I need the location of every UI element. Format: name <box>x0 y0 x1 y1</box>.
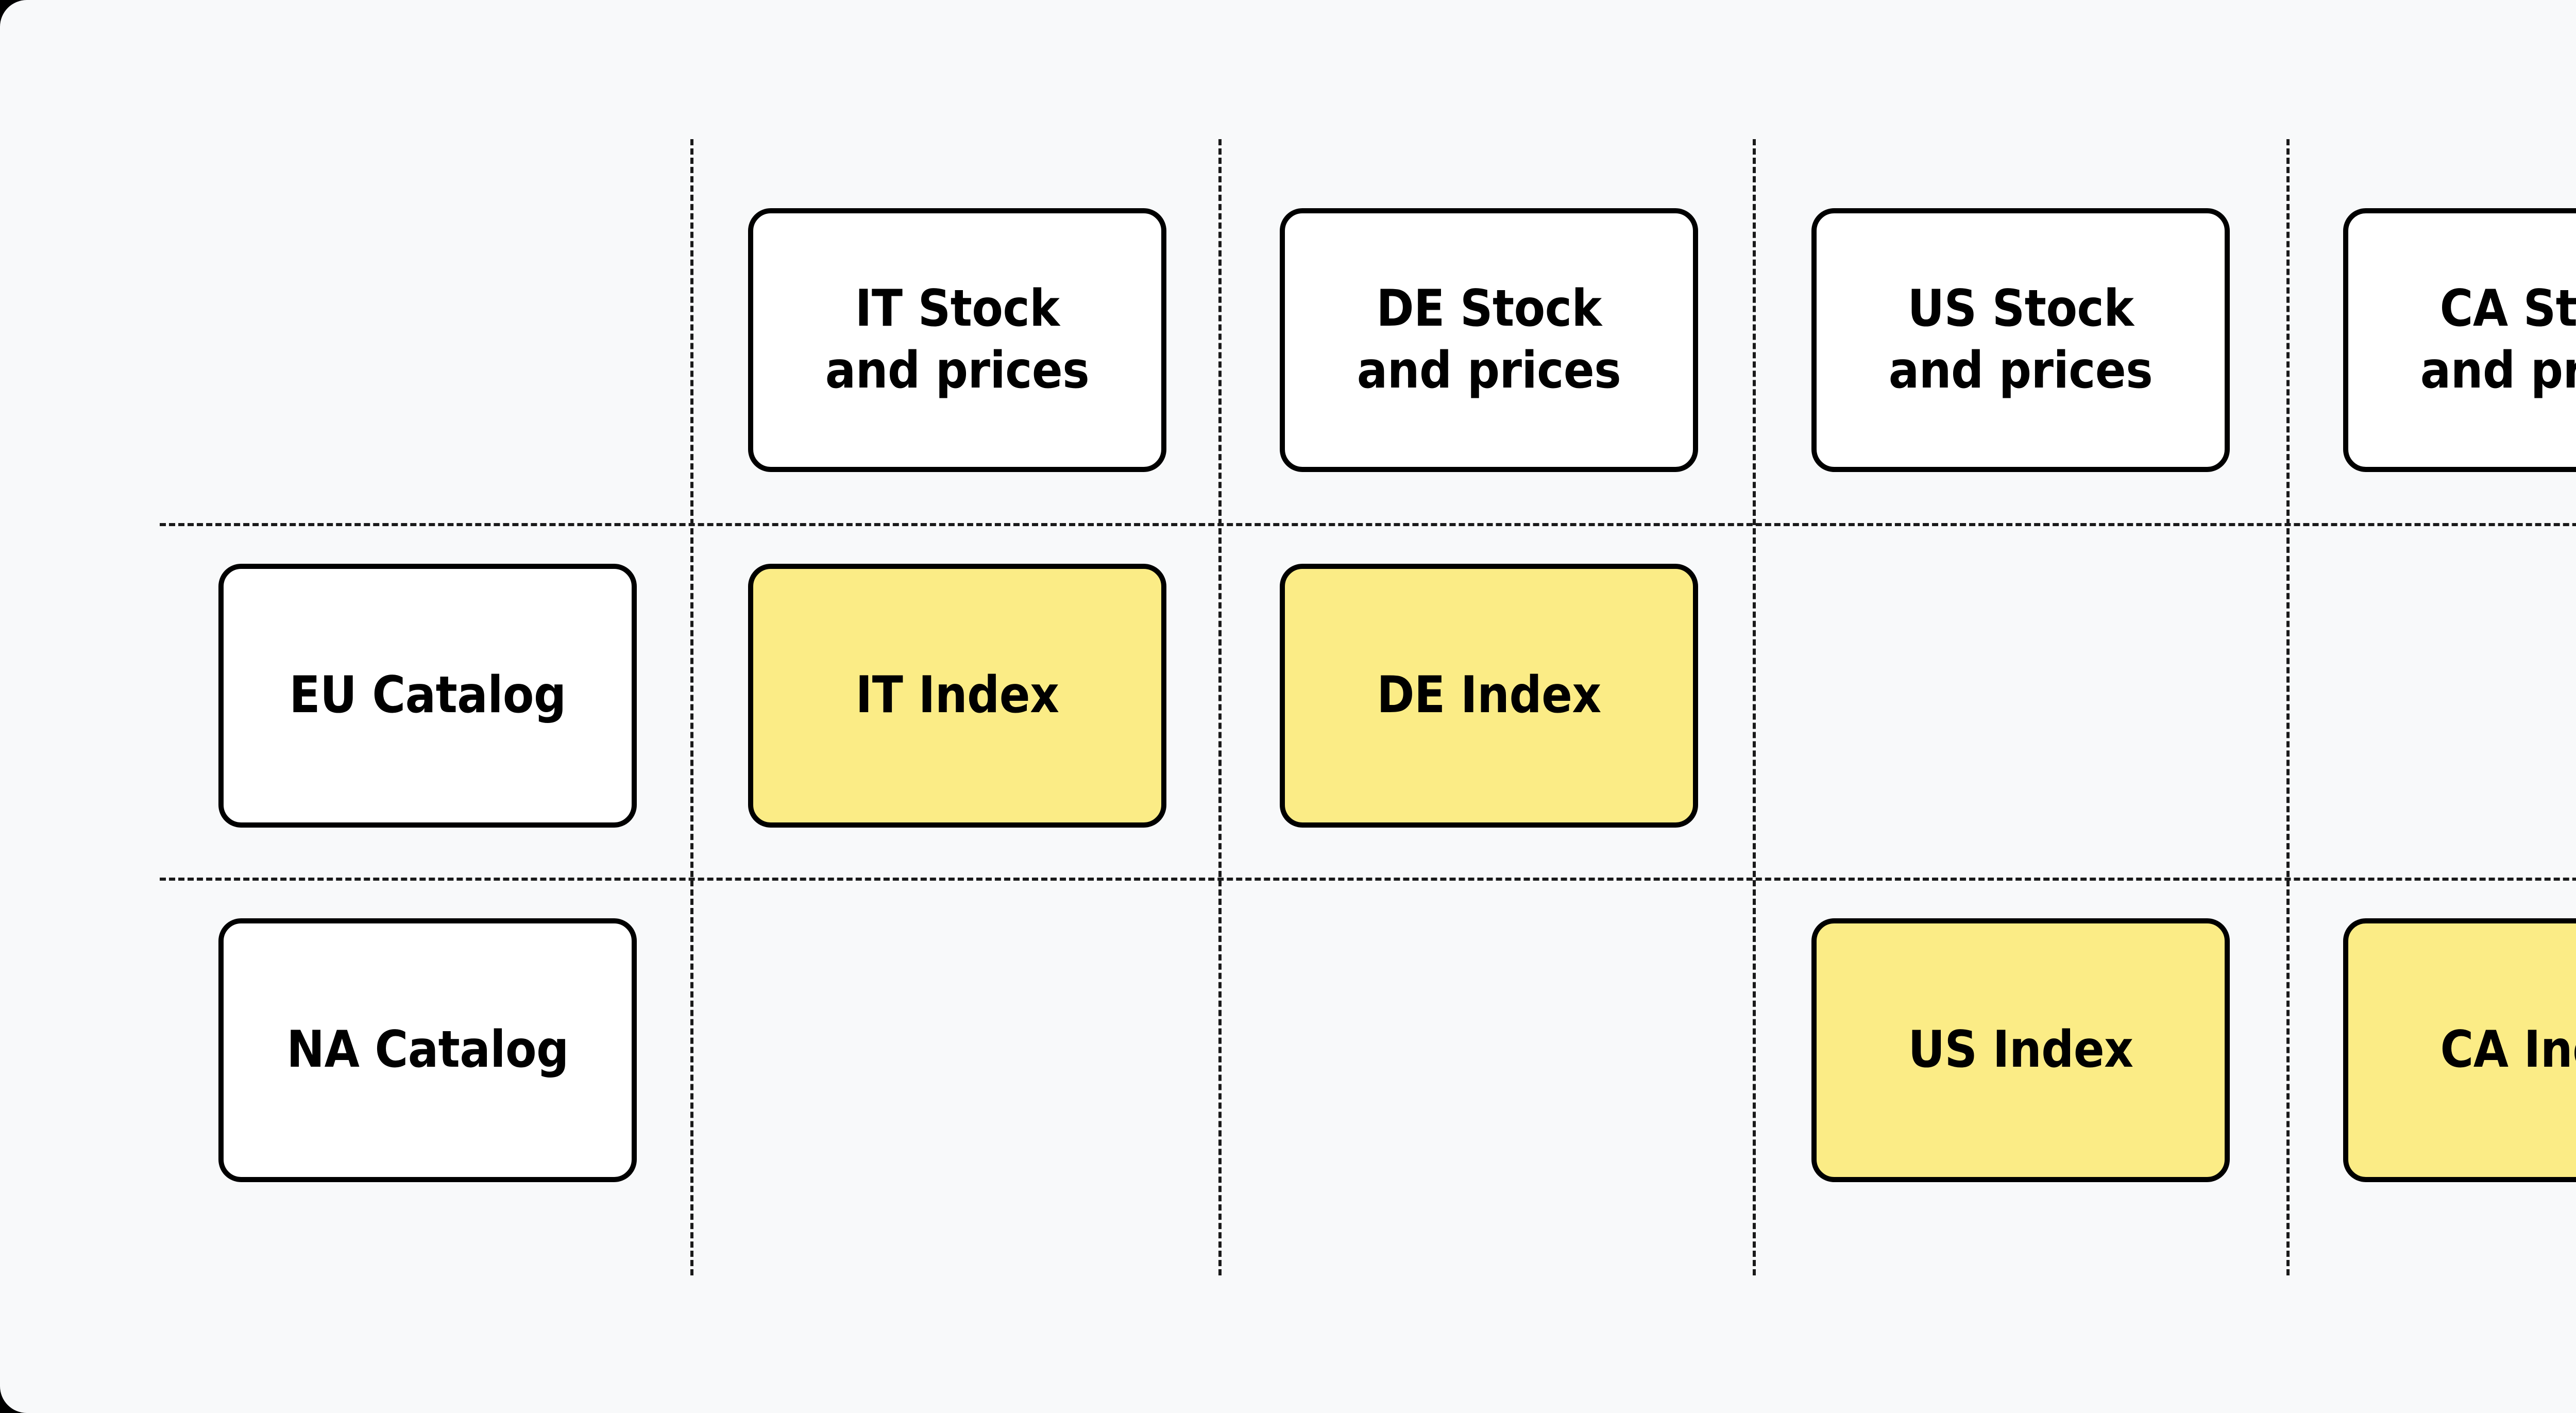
node-de-stock[interactable]: DE Stock and prices <box>1280 208 1698 472</box>
grid-vertical-line-3 <box>1753 139 1756 1275</box>
grid-horizontal-line-2 <box>160 878 2576 881</box>
grid-vertical-line-4 <box>2286 139 2290 1275</box>
node-ca-stock[interactable]: CA Stock and prices <box>2343 208 2576 472</box>
node-us-index[interactable]: US Index <box>1811 918 2230 1182</box>
node-de-index-label: DE Index <box>1377 666 1601 725</box>
node-it-stock-label: IT Stock and prices <box>825 279 1090 400</box>
grid-vertical-line-2 <box>1218 139 1222 1275</box>
node-us-stock[interactable]: US Stock and prices <box>1811 208 2230 472</box>
grid-horizontal-line-1 <box>160 523 2576 526</box>
node-us-stock-label: US Stock and prices <box>1888 279 2153 400</box>
grid-vertical-line-1 <box>690 139 693 1275</box>
node-na-catalog-label: NA Catalog <box>286 1020 569 1080</box>
node-eu-catalog-label: EU Catalog <box>289 666 566 725</box>
node-eu-catalog[interactable]: EU Catalog <box>218 564 637 828</box>
node-us-index-label: US Index <box>1908 1020 2133 1080</box>
node-it-index[interactable]: IT Index <box>748 564 1166 828</box>
node-de-stock-label: DE Stock and prices <box>1357 279 1621 400</box>
node-ca-index[interactable]: CA Index <box>2343 918 2576 1182</box>
node-it-stock[interactable]: IT Stock and prices <box>748 208 1166 472</box>
node-na-catalog[interactable]: NA Catalog <box>218 918 637 1182</box>
node-de-index[interactable]: DE Index <box>1280 564 1698 828</box>
node-ca-index-label: CA Index <box>2440 1020 2576 1080</box>
node-it-index-label: IT Index <box>855 666 1059 725</box>
node-ca-stock-label: CA Stock and prices <box>2420 279 2576 400</box>
